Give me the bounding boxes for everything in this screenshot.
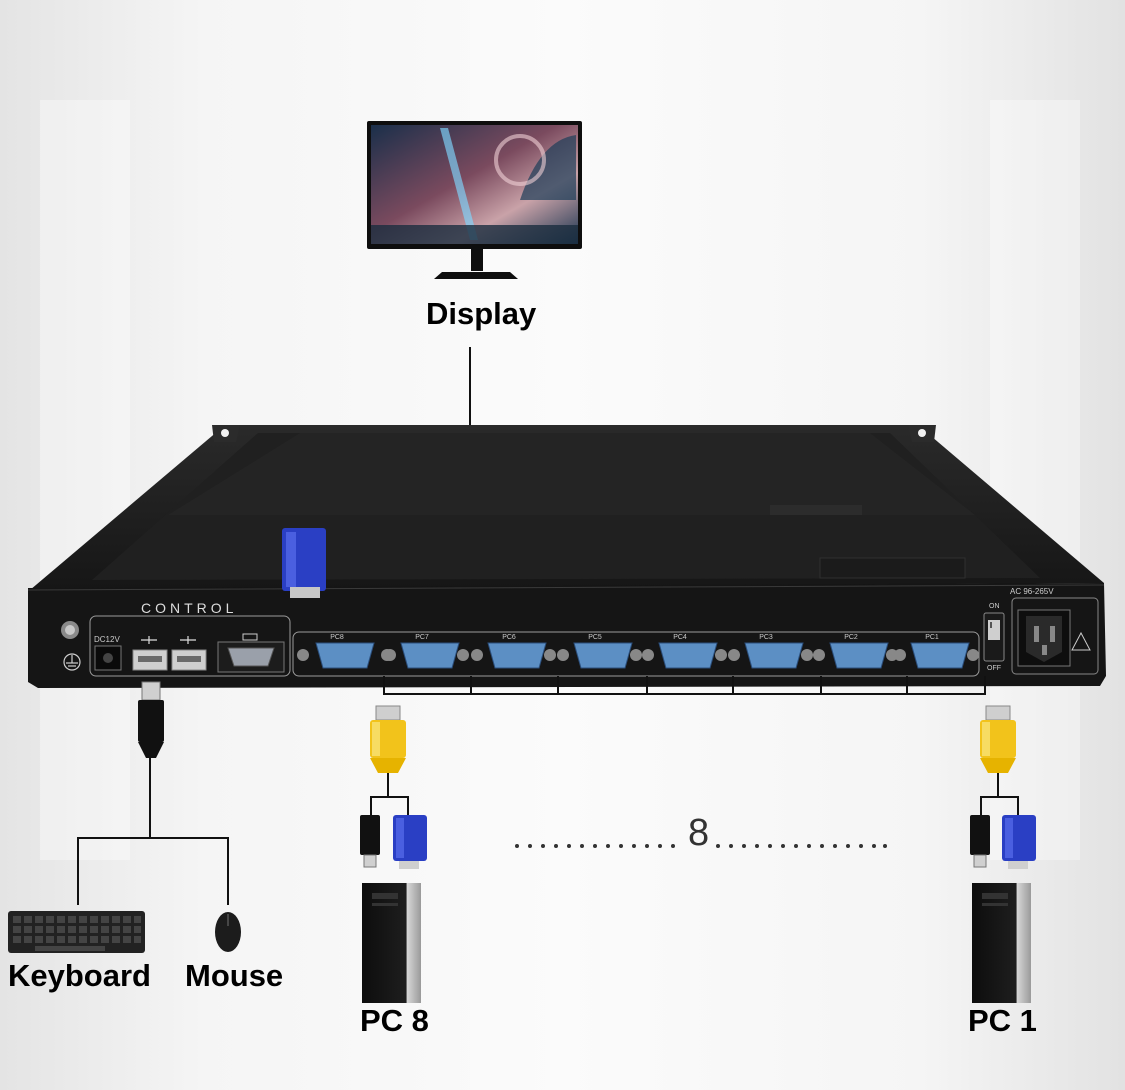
pc-port-5 (557, 642, 642, 669)
power-switch (983, 612, 1005, 662)
dc-power-jack (94, 645, 122, 671)
port-label-pc4: PC4 (673, 634, 687, 641)
port-label-pc6: PC6 (502, 634, 516, 641)
pc-port-3 (728, 642, 813, 669)
usb-port-1 (132, 636, 168, 671)
background-rack-left (40, 100, 130, 860)
ground-terminal-icon (61, 621, 81, 671)
pc-count-label: 8 (688, 812, 710, 854)
usb-port-2 (171, 636, 207, 671)
mouse-icon (215, 912, 241, 952)
console-vga-port (217, 633, 285, 673)
dc-voltage-label: DC12V (94, 635, 120, 644)
ac-power-inlet (1011, 597, 1099, 675)
pc8-label: PC 8 (360, 1003, 429, 1038)
display-label: Display (426, 296, 537, 331)
ac-voltage-label: AC 96-265V (1010, 587, 1054, 596)
pc-port-4 (642, 642, 727, 669)
pc-port-1 (894, 642, 979, 669)
keyboard-label: Keyboard (8, 958, 151, 993)
pc8-kvm-cable (360, 705, 427, 869)
monitor-icon (367, 121, 582, 279)
port-label-pc5: PC5 (588, 634, 602, 641)
port-label-pc3: PC3 (759, 634, 773, 641)
pc1-kvm-cable (970, 705, 1036, 869)
port-label-pc7: PC7 (415, 634, 429, 641)
pc-port-group (297, 642, 979, 669)
port-label-pc2: PC2 (844, 634, 858, 641)
pc-count-dots (515, 844, 887, 848)
mouse-label: Mouse (185, 958, 284, 993)
port-label-pc1: PC1 (925, 634, 939, 641)
pc8-tower-icon (362, 883, 421, 1003)
port-label-pc8: PC8 (330, 634, 344, 641)
switch-off-label: OFF (987, 665, 1001, 672)
display-vga-connector (282, 528, 326, 598)
keyboard-icon (8, 911, 145, 953)
usb-cable-keyboard-mouse (77, 681, 229, 905)
pc-bus-wiring (383, 676, 986, 695)
control-label: CONTROL (141, 600, 238, 616)
switch-on-label: ON (989, 603, 1000, 610)
pc1-tower-icon (972, 883, 1031, 1003)
pc-port-7 (384, 642, 469, 669)
pc-port-6 (471, 642, 556, 669)
pc1-label: PC 1 (968, 1003, 1037, 1038)
